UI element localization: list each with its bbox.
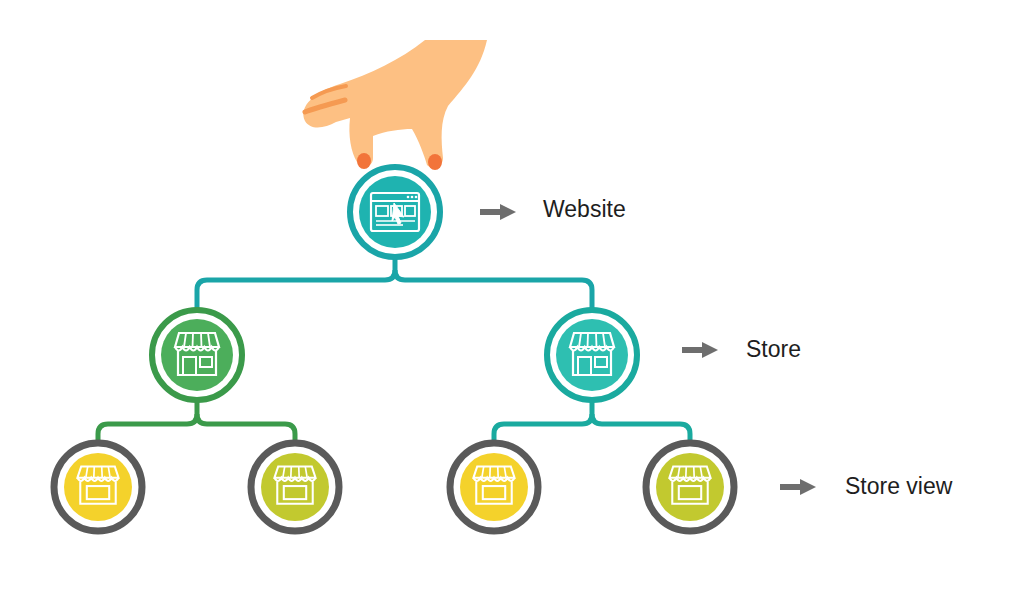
store-view-circle xyxy=(646,443,734,531)
label-anchor: Store xyxy=(746,336,801,364)
hand-illustration xyxy=(303,40,487,170)
label-anchor: Website xyxy=(543,196,626,224)
store-circle xyxy=(152,310,242,400)
store-view-circle xyxy=(450,443,538,531)
tier-label: Store xyxy=(746,336,801,364)
tier-label: Website xyxy=(543,196,626,224)
pointer-arrow xyxy=(780,479,816,495)
store-circle xyxy=(547,310,637,400)
website-circle xyxy=(350,167,440,257)
tree-connectors xyxy=(98,258,690,442)
store-view-circle xyxy=(251,443,339,531)
pointer-arrow xyxy=(682,342,718,358)
label-anchor: Store view xyxy=(845,473,952,501)
pointer-arrow xyxy=(480,204,516,220)
store-view-circle xyxy=(54,443,142,531)
tier-label: Store view xyxy=(845,473,952,501)
